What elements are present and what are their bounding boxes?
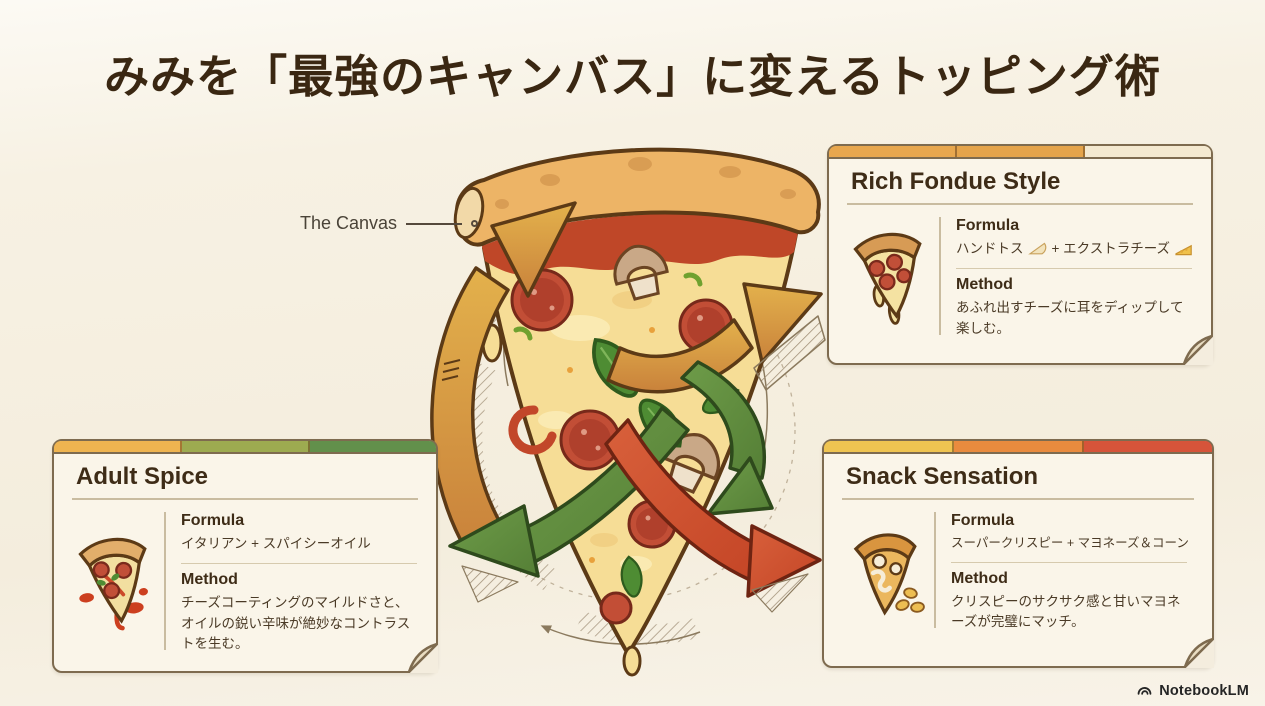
formula-label: Formula [181,512,245,529]
folded-corner [408,643,438,673]
bar-segment [829,146,957,157]
formula-value: イタリアン + スパイシーオイル [181,536,371,551]
spicy-pizza-slice-icon [64,508,164,654]
bar-segment [310,441,436,452]
divider [164,512,166,650]
folded-corner [1183,335,1213,365]
card-color-bar [829,146,1211,159]
card-color-bar [824,441,1212,454]
divider [956,268,1192,270]
divider [847,203,1193,205]
bar-segment [954,441,1084,452]
formula-label: Formula [956,217,1020,234]
method-value: あふれ出すチーズに耳をディップして楽しむ。 [956,300,1184,336]
method-label: Method [956,276,1013,294]
divider [181,563,417,565]
card-title: Adult Spice [76,463,209,490]
method-label: Method [181,571,238,589]
divider [72,498,418,500]
method-label: Method [951,569,1008,587]
cheesy-pizza-slice-icon [839,213,939,339]
formula-value: + エクストラチーズ [1051,241,1171,256]
divider [951,561,1187,563]
canvas-callout: The Canvas [300,213,479,234]
flatbread-icon [1027,242,1046,255]
card-snack-sensation: Snack Sensation Formula スーパークリスピー [822,439,1214,668]
formula-label: Formula [951,512,1015,529]
card-rich-fondue: Rich Fondue Style Formula ハンドトス [827,144,1213,365]
notebooklm-logo-icon [1137,687,1152,695]
divider [934,512,936,629]
card-adult-spice: Adult Spice [52,439,438,673]
brand-name: NotebookLM [1159,682,1249,699]
formula-value: スーパークリスピー + マヨネーズ＆コーン [951,536,1189,550]
footer-brand: NotebookLM [1136,682,1249,699]
divider [842,498,1194,500]
loop-arrow-green-right [680,360,774,516]
card-color-bar [54,441,436,454]
divider [939,217,941,335]
method-value: クリスピーのサクサク感と甘いマヨネーズが完璧にマッチ。 [951,593,1181,629]
snack-arrow-red [604,418,822,613]
callout-dot [471,220,479,227]
cheese-icon [1175,244,1192,256]
card-title: Rich Fondue Style [851,168,1061,195]
fondue-arrow-gold [606,282,826,394]
style-arrows [430,201,826,613]
formula-value: ハンドトス [956,241,1024,256]
folded-corner [1184,638,1214,668]
crispy-pizza-slice-icon [834,508,934,632]
canvas-callout-label: The Canvas [300,213,398,233]
bar-segment [824,441,954,452]
bar-segment [54,441,182,452]
method-value: チーズコーティングのマイルドさと、オイルの鋭い辛味が絶妙なコントラストを生む。 [181,595,411,651]
bar-segment [1085,146,1211,157]
bar-segment [182,441,310,452]
bar-segment [957,146,1085,157]
bar-segment [1084,441,1212,452]
callout-line [406,222,463,225]
card-title: Snack Sensation [846,463,1039,490]
page-title: みみを「最強のキャンバス」に変えるトッピング術 [104,51,1161,102]
pizza-illustration [430,147,826,677]
